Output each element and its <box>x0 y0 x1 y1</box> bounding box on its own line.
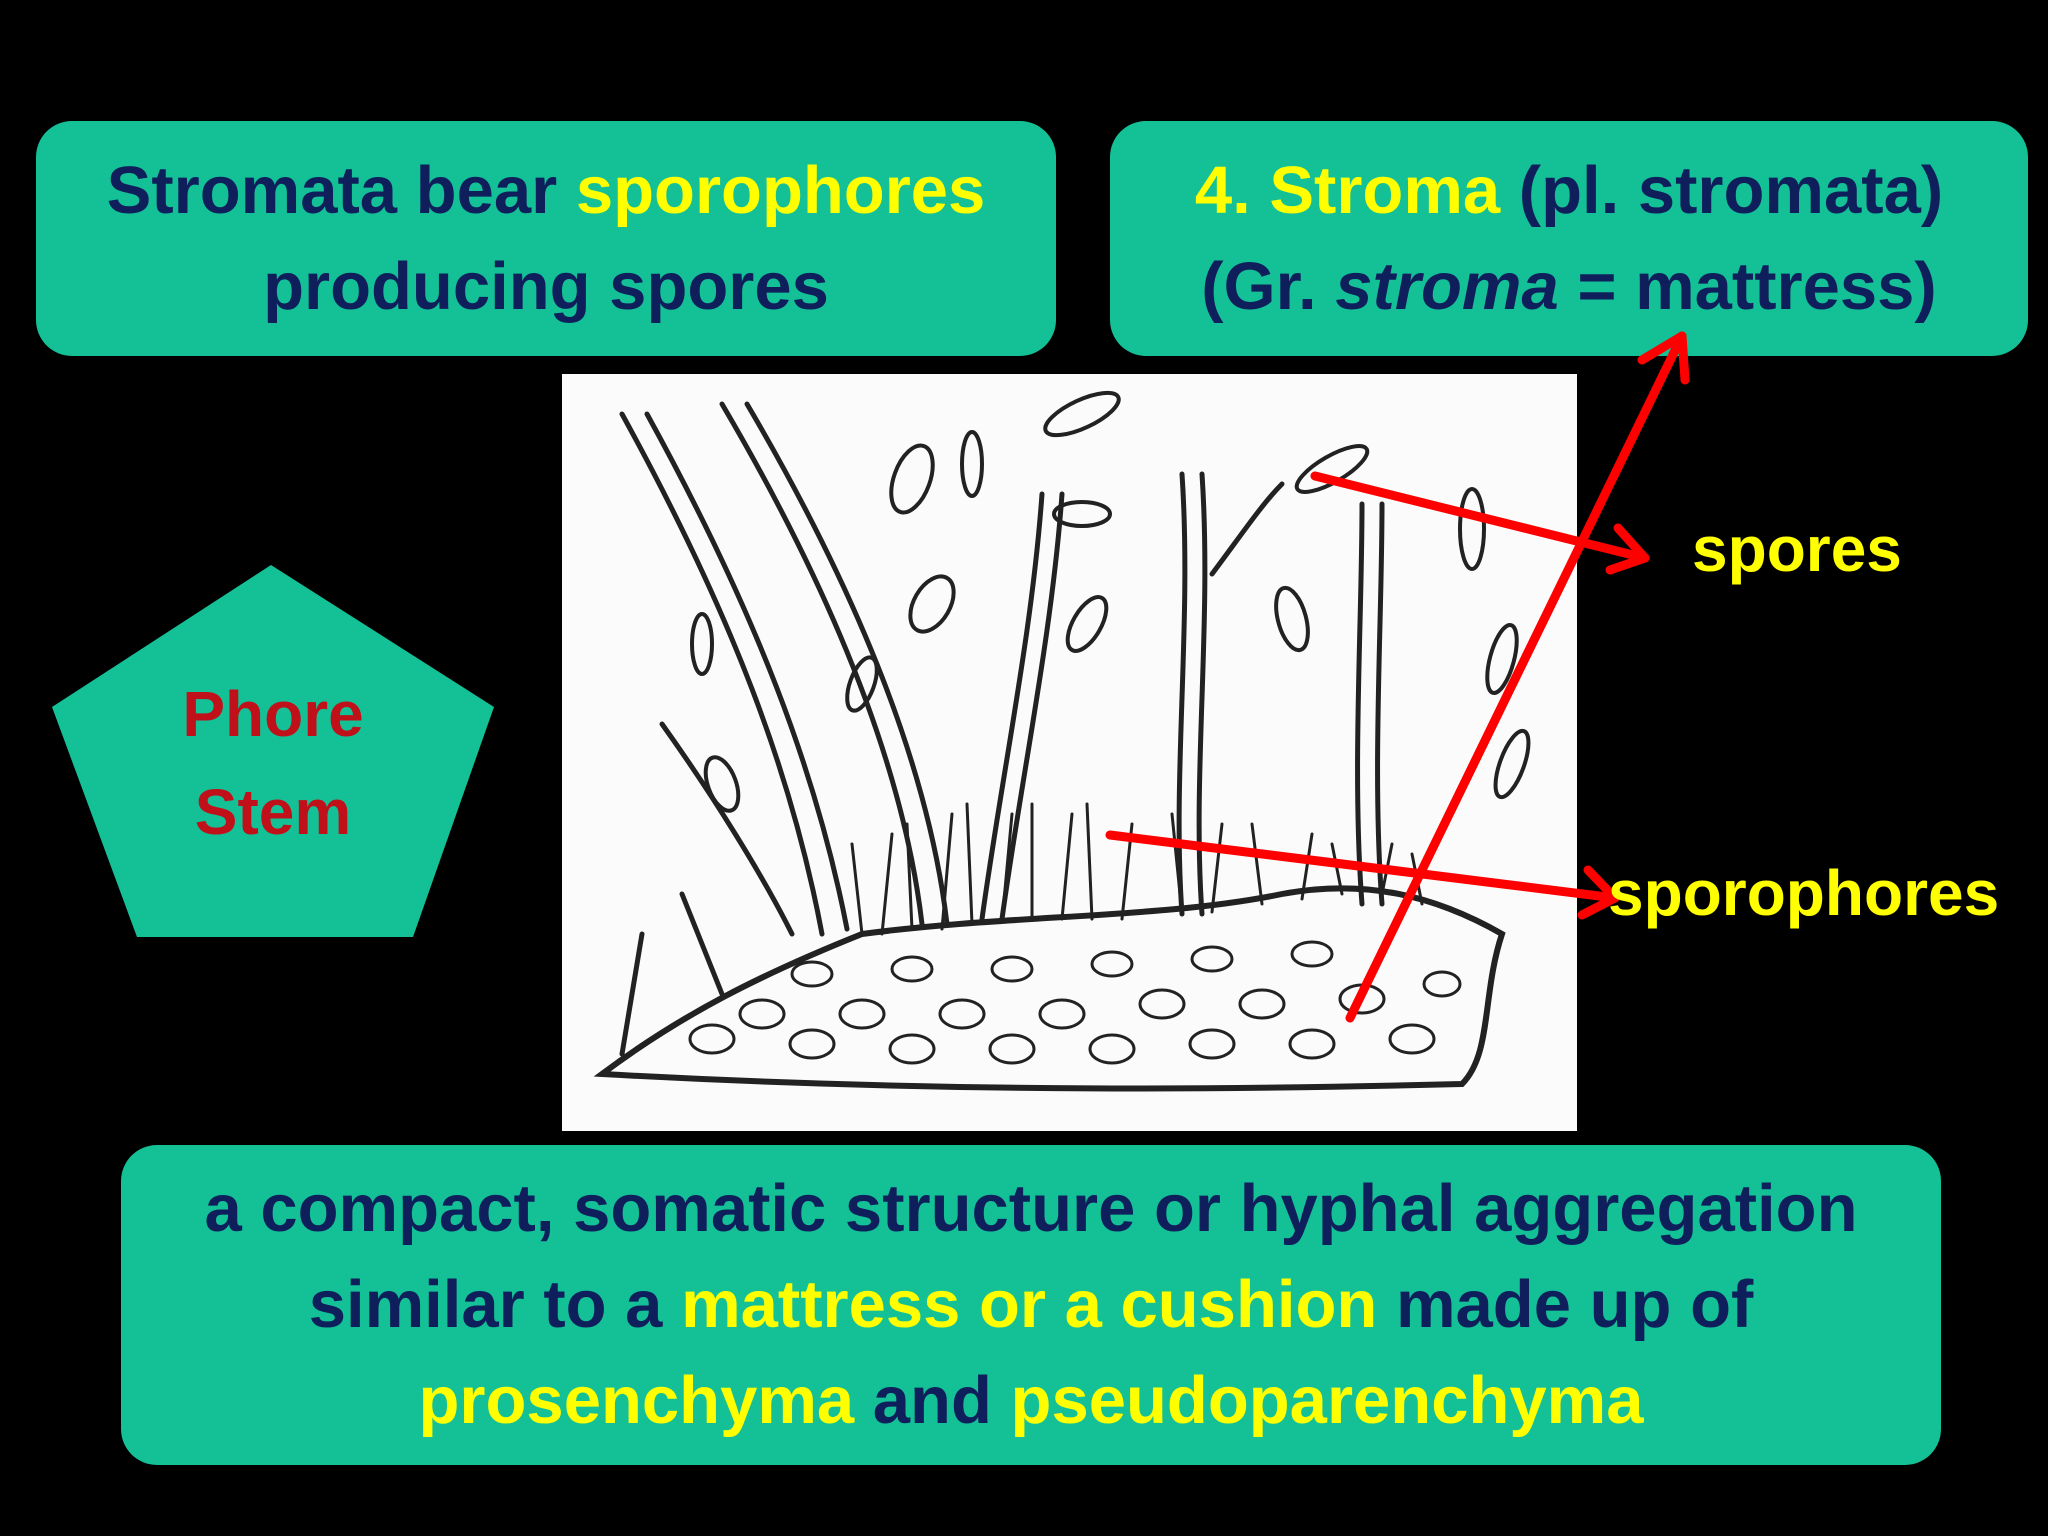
stem-label: Stem <box>194 776 352 848</box>
left-line1-text: Stromata bear <box>106 152 576 228</box>
prosenchyma-highlight: prosenchyma <box>418 1363 855 1438</box>
stroma-heading: 4. Stroma <box>1194 152 1501 228</box>
sporophores-label: sporophores <box>1608 857 2000 929</box>
sporophores-highlight: sporophores <box>575 152 986 228</box>
stromata-bear-box: Stromata bear sporophores producing spor… <box>36 121 1056 356</box>
greek-prefix: (Gr. <box>1201 248 1336 324</box>
definition-line2-start: similar to a <box>308 1267 682 1342</box>
stroma-illustration <box>562 374 1577 1131</box>
mattress-cushion-highlight: mattress or a cushion <box>681 1267 1378 1342</box>
definition-line1: a compact, somatic structure or hyphal a… <box>204 1171 1858 1246</box>
pentagon-text: Phore Stem <box>52 665 494 861</box>
pseudoparenchyma-highlight: pseudoparenchyma <box>1010 1363 1644 1438</box>
definition-box: a compact, somatic structure or hyphal a… <box>121 1145 1941 1465</box>
definition-line2-end: made up of <box>1377 1267 1754 1342</box>
spores-label: spores <box>1692 513 1902 585</box>
phore-label: Phore <box>182 678 364 750</box>
plural-stromata: (pl. stromata) <box>1500 152 1944 228</box>
stroma-definition-box: 4. Stroma (pl. stromata) (Gr. stroma = m… <box>1110 121 2028 356</box>
left-line2-text: producing spores <box>263 248 829 324</box>
and-text: and <box>854 1363 1011 1438</box>
greek-word-stroma: stroma <box>1335 248 1559 324</box>
phore-stem-pentagon <box>52 565 494 937</box>
mattress-meaning: = mattress) <box>1558 248 1937 324</box>
